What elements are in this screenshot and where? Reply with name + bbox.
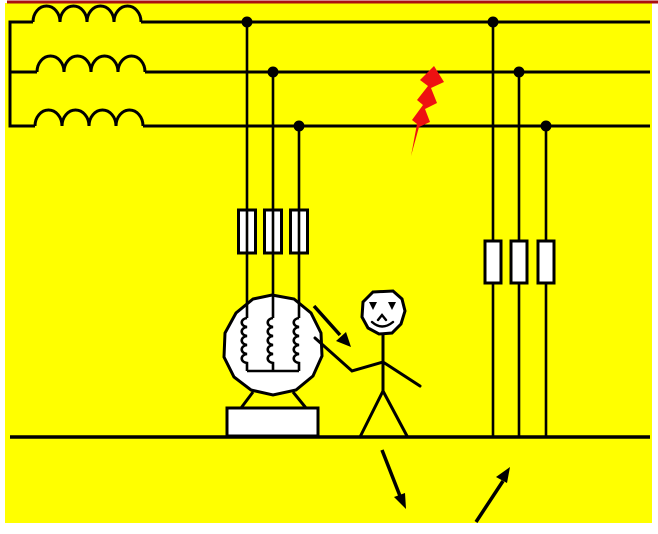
motor-winding-1-icon	[240, 316, 249, 371]
arrow-touch	[312, 304, 351, 347]
motor-leg-right	[291, 391, 308, 409]
person-nose	[376, 313, 388, 322]
motor-winding-3-icon	[292, 316, 301, 371]
junction-dot	[293, 120, 305, 132]
person-leg-right	[381, 389, 409, 438]
junction-dot	[267, 66, 279, 78]
fuse-right-3	[536, 239, 556, 285]
source-coil-phase2-icon	[35, 54, 147, 73]
person	[313, 289, 422, 439]
person-arm-left	[313, 336, 385, 373]
junction-dot	[540, 120, 552, 132]
lightning-fault-icon	[411, 66, 444, 156]
junction-dot	[487, 16, 499, 28]
junction-dot	[513, 66, 525, 78]
feeder-drop-wires	[245, 22, 301, 318]
source-coils	[8, 4, 147, 128]
ground-feeder	[483, 22, 556, 437]
motor-leg-left	[239, 391, 255, 409]
source-coil-phase1-icon	[31, 4, 143, 23]
person-eye-left	[369, 302, 377, 310]
fuse-right-1	[483, 239, 503, 285]
junction-dots	[241, 16, 552, 132]
motor-winding-2-icon	[266, 316, 275, 371]
person-eye-right	[388, 302, 396, 310]
person-mouth	[370, 320, 395, 328]
motor-windings	[240, 316, 301, 373]
phase-bus-lines	[10, 20, 650, 128]
source-coil-phase3-icon	[33, 108, 145, 127]
junction-dot	[241, 16, 253, 28]
arrow-current-up	[474, 467, 510, 523]
motor-base	[225, 406, 320, 438]
arrow-current-down	[380, 449, 406, 509]
fuse-right-2	[509, 239, 529, 285]
current-arrows	[312, 304, 510, 523]
person-arm-right	[381, 360, 422, 388]
person-leg-left	[358, 389, 385, 439]
